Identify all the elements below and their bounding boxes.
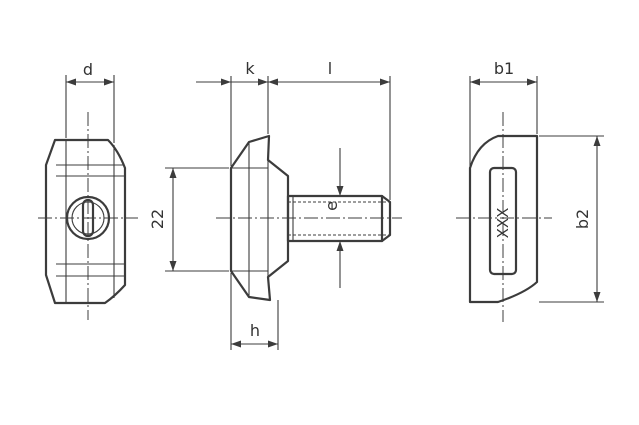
label-22: 22 [148,209,167,229]
dimension-22: 22 [148,167,229,272]
middle-side-view [216,134,402,302]
dimension-b2: b2 [539,135,604,303]
dimension-l: l [268,59,391,200]
dimension-d: d [65,60,115,143]
label-k: k [245,59,255,78]
left-end-view [38,112,138,320]
dimension-k: k [196,59,269,166]
label-e: e [322,201,341,211]
label-h: h [250,321,260,340]
dimension-h: h [230,273,279,350]
label-d: d [83,60,93,79]
right-top-view: XXX [456,112,552,322]
dimension-b1: b1 [469,59,538,166]
label-l: l [328,59,332,78]
label-b1: b1 [494,59,514,78]
top-view-outline [468,134,539,304]
dimension-e: e [322,148,352,288]
bolt-tip [380,194,392,243]
marking-text: XXX [494,208,512,239]
label-b2: b2 [573,209,592,229]
